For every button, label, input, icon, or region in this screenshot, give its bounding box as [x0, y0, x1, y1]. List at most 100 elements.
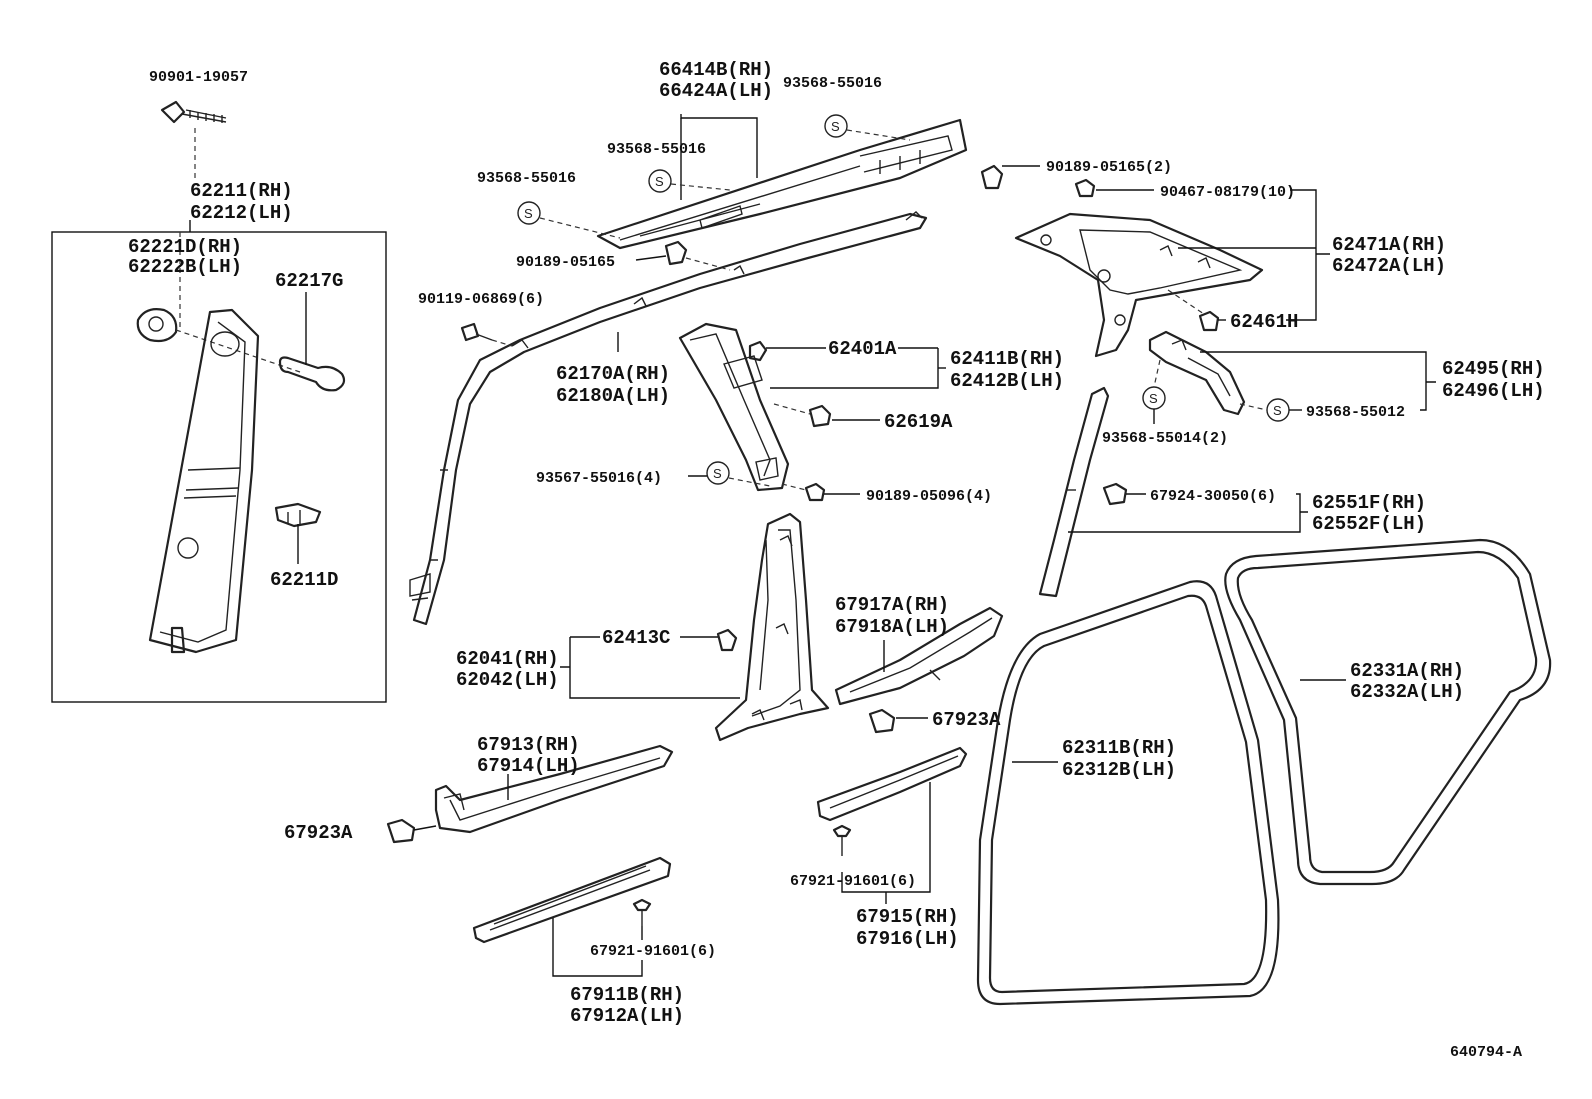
label-62495: 62495(RH): [1442, 358, 1545, 380]
roof-curtain-rail: [409, 211, 928, 626]
clip-90189-05096: [804, 482, 826, 502]
label-67923a-b: 67923A: [932, 709, 1001, 731]
part-62551f-group: 67924-30050(6) 62551F(RH) 62552F(LH): [1038, 386, 1426, 598]
label-62552f: 62552F(LH): [1312, 513, 1426, 535]
label-67912a: 67912A(LH): [570, 1005, 684, 1027]
label-90901-19057: 90901-19057: [149, 69, 248, 86]
diagram-id: 640794-A: [1450, 1044, 1522, 1061]
label-62411b: 62411B(RH): [950, 348, 1064, 370]
label-62211d: 62211D: [270, 569, 338, 591]
front-sill-group: 67921-91601(6) 67911B(RH) 67912A(LH): [472, 856, 716, 1027]
label-62221d: 62221D(RH): [128, 236, 242, 258]
label-67913: 67913(RH): [477, 734, 580, 756]
a-pillar-trim: [148, 308, 260, 654]
part-62217g: [278, 356, 346, 392]
label-93568-55016-b: 93568-55016: [607, 141, 706, 158]
part-62551f: [1038, 386, 1110, 598]
label-62551f: 62551F(RH): [1312, 492, 1426, 514]
label-67923a-a: 67923A: [284, 822, 353, 844]
front-door-weatherstrip: 62311B(RH) 62312B(LH): [976, 580, 1280, 1006]
a-pillar-group: 90901-19057 62211(RH) 62212(LH) 62221D(R…: [51, 69, 387, 703]
clip-90189-05165-b: [980, 164, 1004, 190]
label-62217g: 62217G: [275, 270, 343, 292]
label-62471a: 62471A(RH): [1332, 234, 1446, 256]
label-90189-05096: 90189-05096(4): [866, 488, 992, 505]
label-62042: 62042(LH): [456, 669, 559, 691]
label-93568-55012: 93568-55012: [1306, 404, 1405, 421]
label-62212: 62212(LH): [190, 202, 293, 224]
label-90119-06869: 90119-06869(6): [418, 291, 544, 308]
s-symbol-3: S: [524, 206, 533, 221]
clip-67923a-right: [868, 708, 896, 734]
s-symbol-6: S: [1273, 403, 1282, 418]
label-67921-91601-b: 67921-91601(6): [590, 943, 716, 960]
label-62311b: 62311B(RH): [1062, 737, 1176, 759]
c-pillar-group: 90189-05165(2) 90467-08179(10) 62471A(RH…: [980, 159, 1446, 358]
label-62401a: 62401A: [828, 338, 897, 360]
label-62332a: 62332A(LH): [1350, 681, 1464, 703]
front-scuff-group: 67913(RH) 67914(LH) 67923A: [284, 734, 674, 844]
label-67917a: 67917A(RH): [835, 594, 949, 616]
clip-62619a: [808, 404, 832, 428]
label-67916: 67916(LH): [856, 928, 959, 950]
label-62413c: 62413C: [602, 627, 670, 649]
label-62041: 62041(RH): [456, 648, 559, 670]
a-pillar-group-box: [51, 231, 387, 703]
b-pillar-lower-group: 62413C 62041(RH) 62042(LH): [456, 512, 830, 742]
b-pillar-lower-trim: [714, 512, 830, 742]
label-62472a: 62472A(LH): [1332, 255, 1446, 277]
label-62170a: 62170A(RH): [556, 363, 670, 385]
label-90189-05165-a: 90189-05165: [516, 254, 615, 271]
label-67914: 67914(LH): [477, 755, 580, 777]
label-67921-91601-a: 67921-91601(6): [790, 873, 916, 890]
label-67924-30050: 67924-30050(6): [1150, 488, 1276, 505]
label-67911b: 67911B(RH): [570, 984, 684, 1006]
label-67915: 67915(RH): [856, 906, 959, 928]
clip-62221d: [136, 308, 178, 343]
b-pillar-upper-trim: [678, 322, 790, 492]
label-62331a: 62331A(RH): [1350, 660, 1464, 682]
screw-67921-a: [632, 898, 652, 926]
part-62495: [1148, 330, 1246, 416]
s-symbol-4: S: [713, 466, 722, 481]
label-66424a: 66424A(LH): [659, 80, 773, 102]
label-62619a: 62619A: [884, 411, 953, 433]
clip-67924-30050: [1102, 482, 1128, 506]
screw-67921-b: [832, 824, 852, 856]
roof-rail-group: S S S 66414B(RH) 66424A(LH) 93568-55016 …: [409, 59, 968, 626]
bolt-90119-06869: [460, 322, 493, 342]
front-sill-plate: [472, 856, 672, 944]
label-93568-55016-a: 93568-55016: [783, 75, 882, 92]
label-62412b: 62412B(LH): [950, 370, 1064, 392]
rear-scuff-plate: [834, 606, 1004, 706]
front-scuff-plate: [434, 744, 674, 834]
label-66414b: 66414B(RH): [659, 59, 773, 81]
s-symbol-2: S: [655, 174, 664, 189]
label-62496: 62496(LH): [1442, 380, 1545, 402]
bolt-90901-19057: [160, 100, 227, 124]
part-62495-group: S S 62495(RH) 62496(LH) 93568-55014(2) 9…: [1102, 330, 1545, 447]
label-67918a: 67918A(LH): [835, 616, 949, 638]
label-93568-55014: 93568-55014(2): [1102, 430, 1228, 447]
rear-sill-group: 67921-91601(6) 67915(RH) 67916(LH): [790, 746, 968, 950]
label-93568-55016-c: 93568-55016: [477, 170, 576, 187]
s-symbol-5: S: [1149, 391, 1158, 406]
rear-sill-plate: [816, 746, 968, 822]
label-62222b: 62222B(LH): [128, 256, 242, 278]
clip-62401a: [748, 340, 768, 362]
clip-90189-05165-a: [664, 240, 688, 266]
clip-90467-08179: [1074, 178, 1096, 198]
label-62461h: 62461H: [1230, 311, 1298, 333]
label-62180a: 62180A(LH): [556, 385, 670, 407]
s-symbol-1: S: [831, 119, 840, 134]
b-pillar-upper-group: S 62401A 62411B(RH) 62412B(LH) 62619A 93…: [536, 322, 1064, 505]
label-62211: 62211(RH): [190, 180, 293, 202]
clip-67923a-left: [386, 818, 416, 844]
roof-rail-bracket: [596, 118, 968, 250]
rear-door-weatherstrip: 62331A(RH) 62332A(LH): [1224, 538, 1552, 886]
c-pillar-trim: [1014, 212, 1264, 358]
label-62312b: 62312B(LH): [1062, 759, 1176, 781]
rear-scuff-group: 67917A(RH) 67918A(LH) 67923A: [834, 594, 1004, 734]
clip-62413c: [716, 628, 738, 652]
